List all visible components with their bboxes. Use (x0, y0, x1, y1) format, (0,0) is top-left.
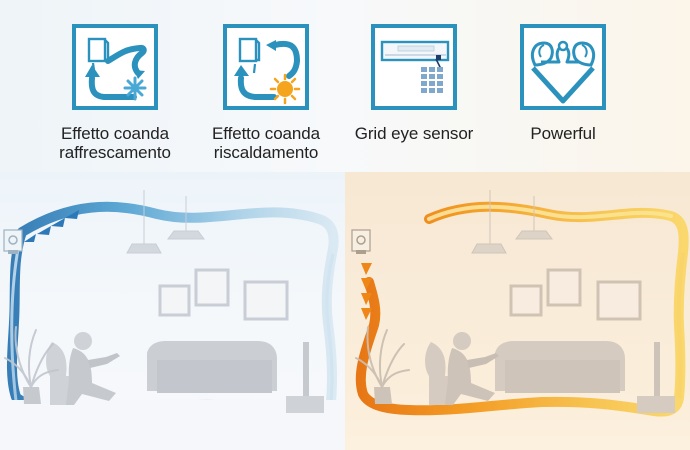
feature-label-line-1: Effetto coanda (61, 124, 169, 143)
heating-furniture (355, 326, 675, 413)
coanda-cooling-icon (72, 24, 158, 110)
feature-label-line-2: raffrescamento (59, 143, 171, 162)
feature-label-line-1: Grid eye sensor (354, 124, 474, 143)
heating-ceiling-lamps (471, 190, 553, 254)
feature-label-line-1: Effetto coanda (212, 124, 320, 143)
feature-strip: Effetto coanda raffrescamento (0, 0, 690, 172)
cooling-wall-frames (158, 268, 289, 321)
feature-powerful: Powerful (497, 22, 629, 172)
heating-room-illustration (351, 190, 689, 417)
cooling-room-illustration (0, 190, 345, 450)
cooling-ceiling-lamps (126, 190, 205, 254)
cooling-air-conditioner (3, 229, 23, 254)
feature-label-coanda-heating: Effetto coanda riscaldamento (200, 124, 332, 162)
feature-grid-eye-sensor: Grid eye sensor (348, 22, 480, 172)
feature-label-powerful: Powerful (497, 124, 629, 143)
heating-wall-frames (509, 268, 642, 321)
heating-airflow-arrows (361, 263, 372, 320)
heating-air-conditioner (351, 229, 371, 254)
feature-coanda-cooling: Effetto coanda raffrescamento (49, 22, 181, 172)
cooling-airflow-arrows (24, 210, 79, 242)
heating-room-scene (345, 172, 690, 450)
coanda-heating-icon (223, 24, 309, 110)
feature-coanda-heating: Effetto coanda riscaldamento (200, 22, 332, 172)
powerful-icon (520, 24, 606, 110)
feature-label-line-2: riscaldamento (213, 143, 319, 162)
feature-label-grid-eye-sensor: Grid eye sensor (348, 124, 480, 143)
cooling-furniture (0, 326, 345, 450)
feature-label-line-1: Powerful (530, 124, 596, 143)
cooling-room-scene (0, 172, 345, 450)
feature-label-coanda-cooling: Effetto coanda raffrescamento (49, 124, 181, 162)
grid-eye-sensor-icon (371, 24, 457, 110)
